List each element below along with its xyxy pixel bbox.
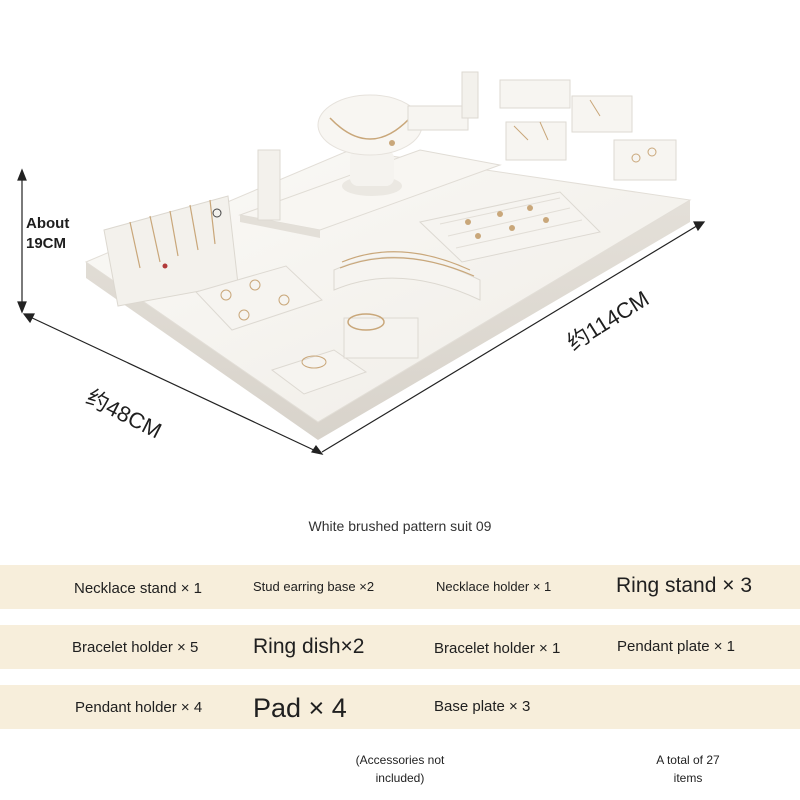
product-caption: White brushed pattern suit 09: [308, 518, 492, 534]
total-note-line1: A total of 27: [656, 753, 720, 767]
back-row-displays: [257, 71, 677, 221]
ring-trays: [195, 265, 368, 395]
earring-grid: [418, 191, 602, 263]
total-note-line2: items: [673, 771, 703, 785]
product-photo: [17, 71, 706, 455]
total-note: A total of 27 items: [642, 751, 734, 787]
necklace-bust: [317, 94, 423, 196]
item-bracelet-holder: Bracelet holder × 5: [72, 639, 199, 656]
item-pendant-plate: Pendant plate × 1: [617, 638, 736, 655]
item-bracelet-holder-single: Bracelet holder × 1: [434, 640, 561, 657]
item-ring-stand: Ring stand × 3: [616, 574, 753, 597]
items-row-3: Pendant holder × 4 Pad × 4 Base plate × …: [0, 685, 800, 729]
height-label-line1: About: [26, 215, 70, 232]
accessories-note: (Accessories not included): [345, 751, 455, 787]
height-label: About 19CM: [26, 214, 69, 254]
height-label-line2: 19CM: [26, 235, 67, 252]
accessories-note-line1: (Accessories not: [355, 753, 445, 767]
item-necklace-holder: Necklace holder × 1: [436, 579, 552, 594]
item-pendant-holder: Pendant holder × 4: [75, 699, 203, 716]
bracelet-holder: [333, 251, 481, 359]
necklace-stand: [103, 195, 239, 307]
accessories-note-line2: included): [375, 771, 425, 785]
item-stud-earring-base: Stud earring base ×2: [253, 579, 375, 594]
item-necklace-stand: Necklace stand × 1: [74, 580, 202, 597]
items-row-1: Necklace stand × 1 Stud earring base ×2 …: [0, 565, 800, 609]
items-row-2: Bracelet holder × 5 Ring dish×2 Bracelet…: [0, 625, 800, 669]
item-ring-dish: Ring dish×2: [253, 635, 365, 658]
dimension-arrows: [17, 168, 706, 455]
item-base-plate: Base plate × 3: [434, 698, 531, 715]
item-pad: Pad × 4: [253, 693, 347, 723]
